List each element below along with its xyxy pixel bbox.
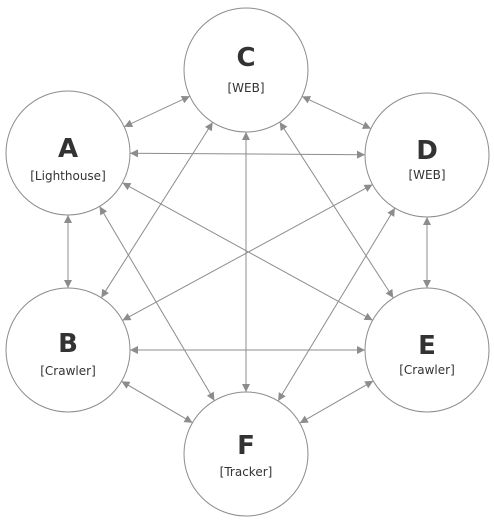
edge-b-f xyxy=(121,380,193,424)
node-e-circle xyxy=(364,287,490,413)
node-c-circle xyxy=(183,7,309,133)
node-e: E [Crawler] xyxy=(364,287,490,413)
edge-d-f xyxy=(277,207,396,402)
node-a-role: [Lighthouse] xyxy=(30,169,106,183)
node-f-circle xyxy=(183,391,309,517)
node-b-circle xyxy=(5,287,131,413)
node-c: C [WEB] xyxy=(183,7,309,133)
node-c-letter: C xyxy=(236,43,255,73)
node-f-role: [Tracker] xyxy=(220,465,273,479)
node-d-circle xyxy=(364,92,490,218)
node-d-role: [WEB] xyxy=(408,168,445,182)
node-f: F [Tracker] xyxy=(183,391,309,517)
node-a-letter: A xyxy=(58,134,78,164)
edges-layer xyxy=(64,95,431,424)
node-d-letter: D xyxy=(416,136,438,166)
edge-a-c xyxy=(123,95,191,128)
node-c-role: [WEB] xyxy=(227,81,264,95)
node-a: A [Lighthouse] xyxy=(5,90,131,216)
node-f-letter: F xyxy=(237,431,255,461)
node-e-letter: E xyxy=(418,331,436,361)
node-a-circle xyxy=(5,90,131,216)
edge-d-b xyxy=(122,184,373,321)
node-d: D [WEB] xyxy=(364,92,490,218)
edge-a-d xyxy=(129,149,366,159)
node-b-role: [Crawler] xyxy=(40,364,96,378)
node-b: B [Crawler] xyxy=(5,287,131,413)
nodes-layer: C [WEB] A [Lighthouse] D [WEB] B [Crawle… xyxy=(5,7,490,517)
node-e-role: [Crawler] xyxy=(399,363,455,377)
edge-e-f xyxy=(299,380,374,424)
edge-c-d xyxy=(301,95,372,130)
node-b-letter: B xyxy=(58,329,78,359)
